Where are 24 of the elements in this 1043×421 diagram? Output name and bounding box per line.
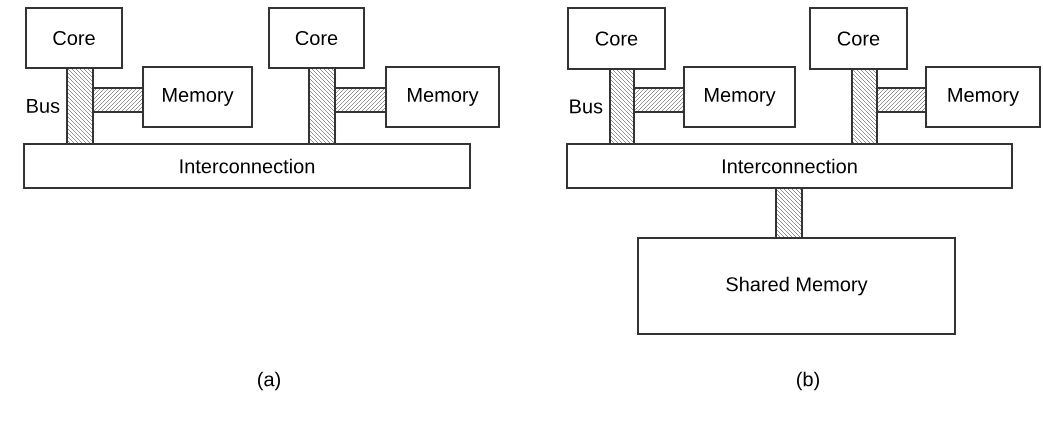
bus-bar: [308, 67, 336, 145]
bus-bar: [851, 68, 878, 145]
bus-bar: [609, 68, 635, 145]
bus-bar: [775, 187, 803, 239]
labeled-box: Interconnection: [23, 143, 471, 189]
bus-bar: [66, 67, 94, 145]
shared-memory-box: Shared Memory: [637, 237, 956, 335]
labeled-box: Memory: [925, 66, 1041, 128]
labeled-box: Interconnection: [566, 143, 1013, 189]
labeled-box: Memory: [385, 66, 500, 128]
bus-bar: [92, 87, 144, 113]
bus-label: Bus: [570, 99, 603, 114]
panel-caption: (b): [797, 371, 819, 391]
labeled-box: Core: [567, 7, 666, 70]
bus-bar: [334, 87, 387, 113]
labeled-box: Core: [809, 7, 908, 70]
bus-bar: [633, 87, 685, 113]
labeled-box: Core: [268, 7, 365, 69]
labeled-box: Core: [25, 7, 123, 69]
labeled-box: Memory: [142, 66, 253, 128]
labeled-box: Memory: [683, 66, 796, 128]
panel-caption: (a): [258, 371, 280, 391]
bus-bar: [876, 87, 927, 113]
bus-label: Bus: [27, 99, 60, 113]
